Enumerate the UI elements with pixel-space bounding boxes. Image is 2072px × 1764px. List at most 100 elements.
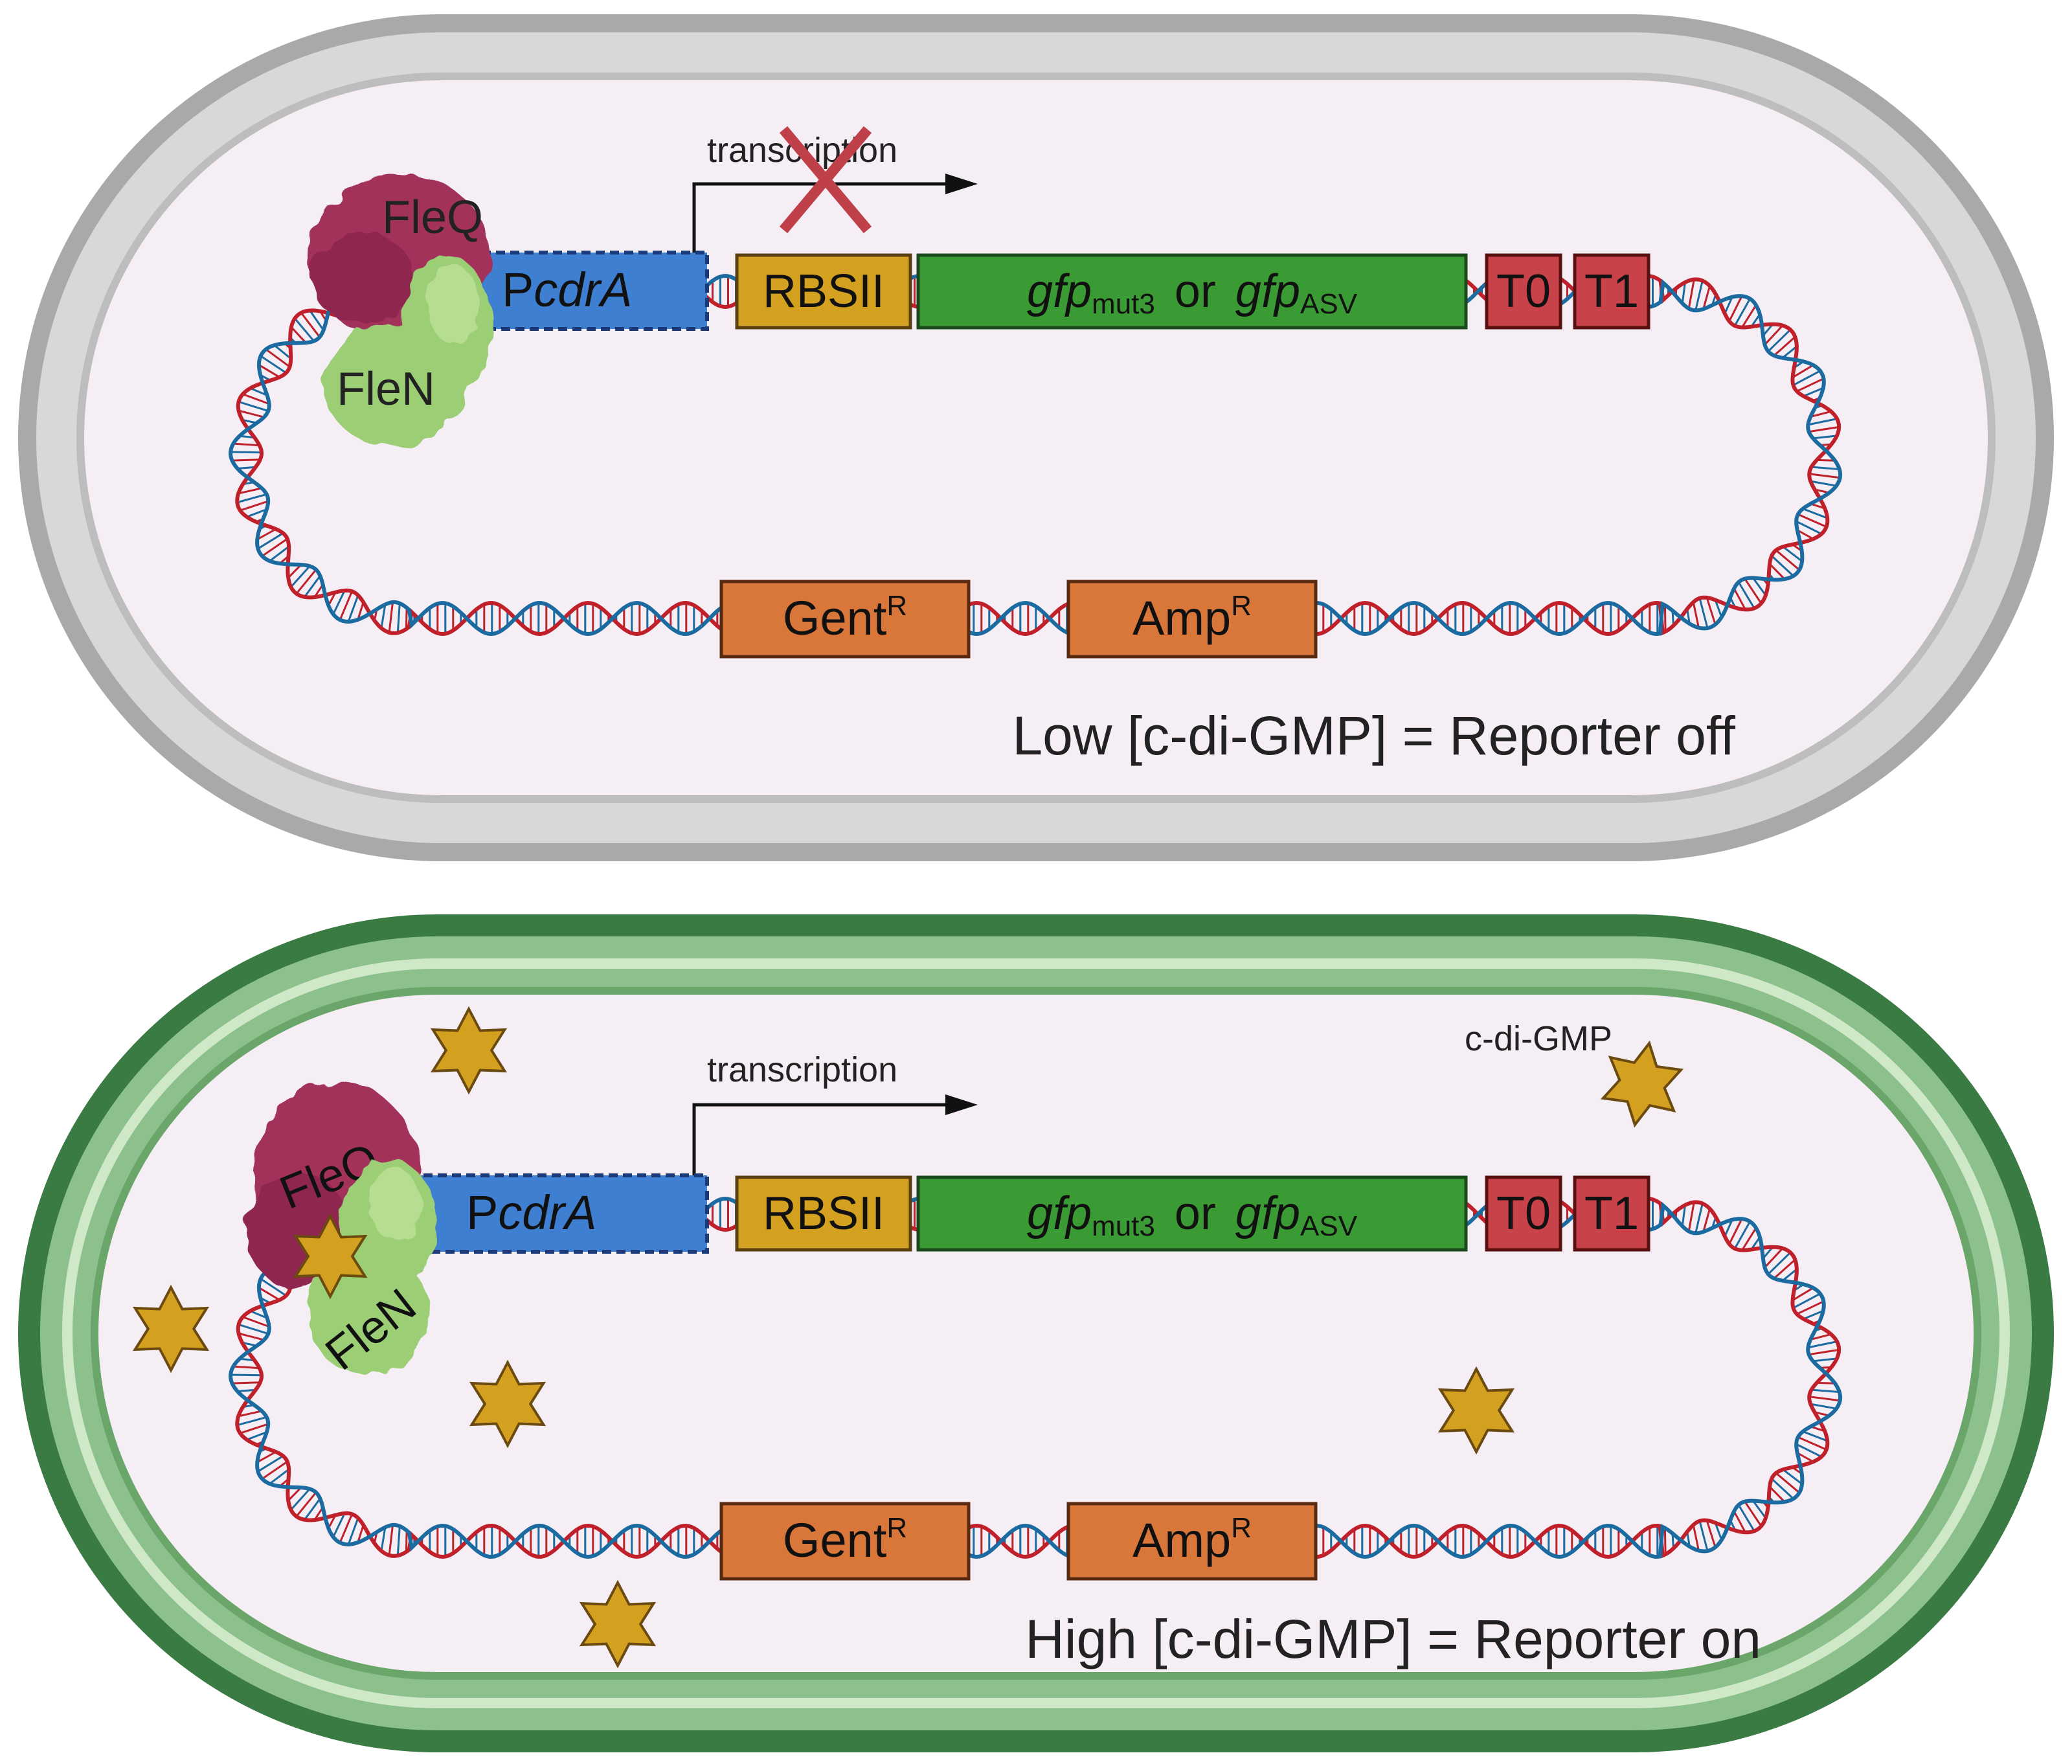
dna-base-pair bbox=[1767, 1252, 1792, 1275]
dna-base-pair bbox=[240, 500, 269, 512]
dna-base-pair bbox=[396, 603, 401, 633]
promoter-pcdra bbox=[393, 1173, 709, 1254]
dna-base-pair bbox=[1728, 295, 1743, 322]
dna-base-pair bbox=[258, 364, 280, 378]
dna-base-pair bbox=[290, 1488, 311, 1511]
dna-base-pair bbox=[405, 607, 408, 629]
dna-base-pair bbox=[1681, 282, 1686, 304]
dna-base-pair bbox=[1809, 473, 1840, 479]
dna-base-pair bbox=[246, 508, 267, 518]
ampr-box bbox=[1066, 1502, 1318, 1581]
transcription-label: transcription bbox=[707, 1050, 897, 1089]
dna-base-pair bbox=[260, 355, 287, 374]
dna-base-pair bbox=[347, 1517, 359, 1545]
dna-base-pair bbox=[1781, 345, 1797, 359]
dna-base-pair bbox=[269, 545, 290, 562]
c-di-gmp-star-icon bbox=[1600, 1040, 1684, 1128]
panel-reporter-on: transcription PcdrA FleQ FleN RBSII gfpm… bbox=[18, 914, 2054, 1752]
dna-base-pair bbox=[1796, 529, 1814, 540]
dna-base-pair bbox=[295, 1491, 317, 1517]
dna-base-pair bbox=[1698, 598, 1709, 629]
blocked-x-icon bbox=[779, 126, 872, 234]
dna-base-pair bbox=[304, 1498, 321, 1521]
dna-base-pair bbox=[290, 565, 311, 588]
dna-base-pair bbox=[273, 344, 292, 359]
dna-base-pair bbox=[1733, 1221, 1751, 1249]
dna-base-pair bbox=[236, 1416, 267, 1427]
dna-base-pair bbox=[1702, 286, 1711, 310]
dna-base-pair bbox=[1775, 1472, 1800, 1494]
dna-base-pair bbox=[1724, 296, 1733, 315]
dna-base-pair bbox=[1692, 1524, 1700, 1551]
gentr-label: GentR bbox=[783, 590, 907, 645]
transcription-arrow bbox=[692, 182, 945, 254]
dna-base-pair bbox=[1771, 1478, 1794, 1500]
arrowhead-icon bbox=[945, 174, 978, 194]
dna-base-pair bbox=[1812, 435, 1838, 440]
dna-base-pair bbox=[339, 1513, 354, 1543]
c-di-gmp-star-icon bbox=[469, 1359, 546, 1449]
dna-base-pair bbox=[332, 590, 346, 615]
dna-base-pair bbox=[242, 393, 270, 405]
dna-base-pair bbox=[238, 409, 265, 418]
dna-base-pair bbox=[1797, 513, 1827, 528]
dna-base-pair bbox=[242, 1316, 270, 1328]
dna-base-pair bbox=[1681, 1204, 1686, 1227]
dna-base-pair bbox=[1796, 378, 1825, 392]
dna-base-pair bbox=[1698, 1521, 1709, 1552]
dna-base-pair bbox=[1811, 1388, 1840, 1394]
dna-base-pair bbox=[357, 1524, 365, 1543]
dna-base-pair bbox=[265, 348, 291, 368]
dna-base-pair bbox=[304, 575, 321, 598]
c-di-gmp-star-icon bbox=[430, 1006, 508, 1095]
dna-base-pair bbox=[231, 451, 262, 454]
promoter-label: PcdrA bbox=[466, 1186, 597, 1239]
dna-base-pair bbox=[1702, 1208, 1711, 1232]
terminator-t1-label: T1 bbox=[1584, 266, 1639, 317]
gentr-box bbox=[719, 1502, 971, 1581]
transcription-arrow bbox=[692, 1103, 945, 1175]
dna-base-pair bbox=[269, 1468, 290, 1485]
dna-base-pair bbox=[257, 1455, 284, 1473]
dna-base-pair bbox=[260, 1278, 287, 1297]
arrowhead-icon bbox=[945, 1094, 978, 1115]
terminator-t1-label: T1 bbox=[1584, 1188, 1639, 1239]
dna-base-pair bbox=[1733, 298, 1751, 326]
gfp-box bbox=[916, 253, 1468, 330]
dna-base-pair bbox=[1724, 1219, 1733, 1238]
dna-base-pair bbox=[1803, 387, 1824, 398]
terminator-t0-box bbox=[1485, 1175, 1562, 1252]
dna-base-pair bbox=[388, 602, 394, 633]
dna-base-pair bbox=[1706, 597, 1717, 625]
dna-base-pair bbox=[257, 532, 284, 550]
dna-base-pair bbox=[1733, 1510, 1746, 1533]
c-di-gmp-star-icon bbox=[1437, 1366, 1515, 1455]
dna-base-pair bbox=[240, 1423, 269, 1434]
dna-base-pair bbox=[294, 317, 315, 342]
dna-base-pair bbox=[1796, 1300, 1825, 1315]
dna-base-pair bbox=[300, 312, 321, 338]
dna-base-pair bbox=[1796, 1452, 1814, 1463]
dna-base-pair bbox=[1796, 520, 1822, 535]
dna-base-pair bbox=[1802, 1430, 1828, 1442]
dna-base-pair bbox=[250, 387, 268, 396]
dna-base-pair bbox=[1687, 279, 1695, 309]
dna-base-pair bbox=[1737, 582, 1755, 609]
promoter-pcdra bbox=[451, 251, 709, 331]
dna-base-pair bbox=[1733, 587, 1746, 611]
dna-base-pair bbox=[347, 594, 359, 622]
dna-base-pair bbox=[1771, 555, 1794, 577]
dna-base-pair bbox=[290, 326, 307, 344]
dna-base-pair bbox=[1769, 563, 1786, 580]
dna-base-pair bbox=[1797, 1436, 1827, 1451]
promoter-label: PcdrA bbox=[502, 263, 633, 317]
dna-base-pair bbox=[237, 1388, 256, 1392]
ampr-label: AmpR bbox=[1132, 1512, 1252, 1567]
dna-base-pair bbox=[1808, 1348, 1840, 1356]
dna-base-pair bbox=[1810, 410, 1832, 418]
dna-base-pair bbox=[1687, 1202, 1695, 1232]
rbs-label: RBSII bbox=[763, 1188, 884, 1239]
dna-base-pair bbox=[237, 466, 256, 469]
